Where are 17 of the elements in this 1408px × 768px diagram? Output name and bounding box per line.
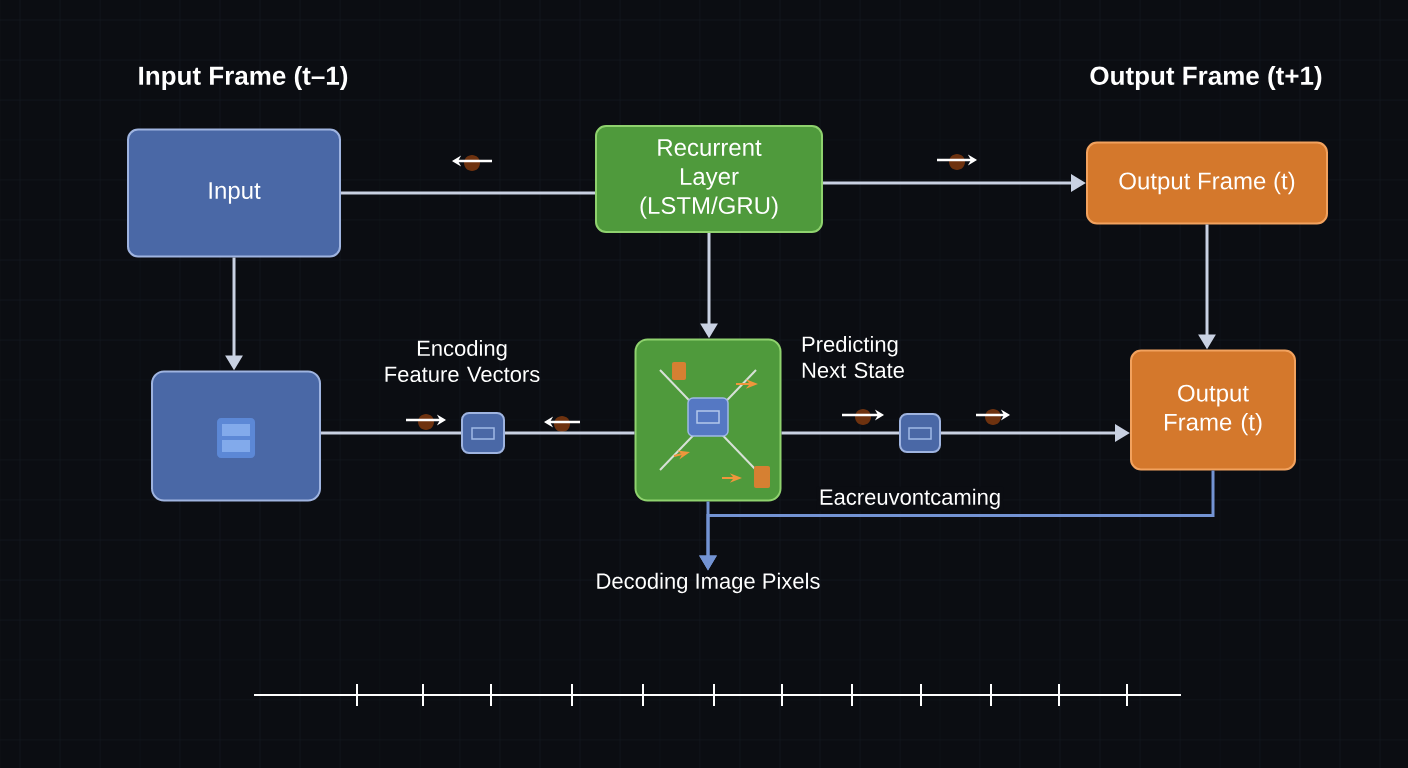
connector-line	[341, 191, 595, 195]
column-heading: Input Frame (t–1)	[139, 65, 348, 91]
input-box: Input	[127, 128, 341, 258]
connector-line	[321, 431, 461, 435]
feature-block	[899, 413, 941, 453]
output-box: Output Frame (t)	[1130, 349, 1296, 471]
connector-line	[505, 431, 635, 435]
feature-block	[461, 412, 505, 454]
step-label: Predicting Next State	[802, 335, 904, 379]
connector-line	[781, 431, 899, 435]
step-label: Encoding Feature Vectors	[385, 339, 540, 383]
edge-label: Eacreuvontcaming	[816, 486, 1004, 512]
layer-box: Recurrent Layer (LSTM/GRU)	[595, 125, 823, 233]
output-box: Output Frame (t)	[1086, 141, 1328, 225]
caption-text: Decoding Image Pixels	[597, 572, 820, 594]
column-heading: Output Frame (t+1)	[1090, 65, 1322, 91]
module-box	[151, 370, 321, 502]
